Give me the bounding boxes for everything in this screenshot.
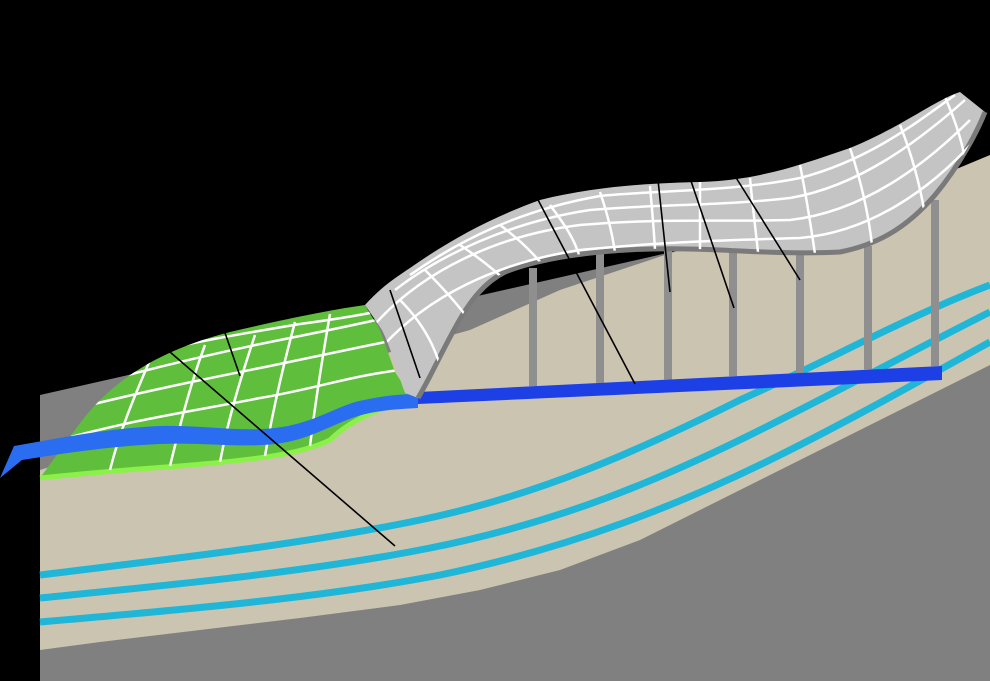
grid-line — [548, 204, 582, 259]
support-pillar — [729, 251, 737, 377]
green-surface-edge — [39, 395, 413, 481]
grey-surface-grid — [369, 93, 976, 386]
support-pillar — [664, 250, 672, 380]
support-pillar — [864, 246, 872, 370]
grid-line — [648, 185, 657, 251]
grid-line — [374, 139, 976, 356]
aquifer-line-bottom — [39, 338, 990, 626]
grid-line — [748, 177, 760, 253]
natural-river-channel — [0, 394, 418, 478]
grid-line — [108, 359, 152, 471]
grid-line — [218, 334, 257, 463]
grid-line — [598, 191, 617, 253]
leader-line-canal — [535, 195, 636, 385]
leader-line-junction — [389, 289, 421, 379]
leader-line-green-surface — [223, 329, 241, 377]
grid-line — [69, 338, 396, 412]
leader-lines — [169, 175, 801, 547]
grid-line — [898, 124, 927, 216]
grid-line — [394, 99, 966, 291]
grid-line — [848, 147, 874, 246]
soil-layer — [40, 155, 990, 650]
grid-line — [409, 93, 956, 277]
grid-line — [798, 164, 817, 255]
grid-line — [369, 119, 971, 331]
aquifer-line-top — [39, 281, 990, 579]
leader-line-pillar-1 — [657, 179, 671, 293]
grid-line — [59, 368, 401, 442]
leader-line-aquifer — [169, 351, 396, 547]
leader-line-pillar-3 — [734, 175, 801, 281]
leader-line-pillar-2 — [689, 177, 735, 309]
grid-line — [168, 344, 207, 467]
support-pillar — [796, 252, 804, 373]
green-surface-grid — [59, 310, 401, 471]
support-pillar — [931, 200, 939, 367]
support-pillar — [529, 268, 537, 387]
canal-channel — [418, 366, 942, 404]
grey-surface-edge — [415, 111, 988, 400]
